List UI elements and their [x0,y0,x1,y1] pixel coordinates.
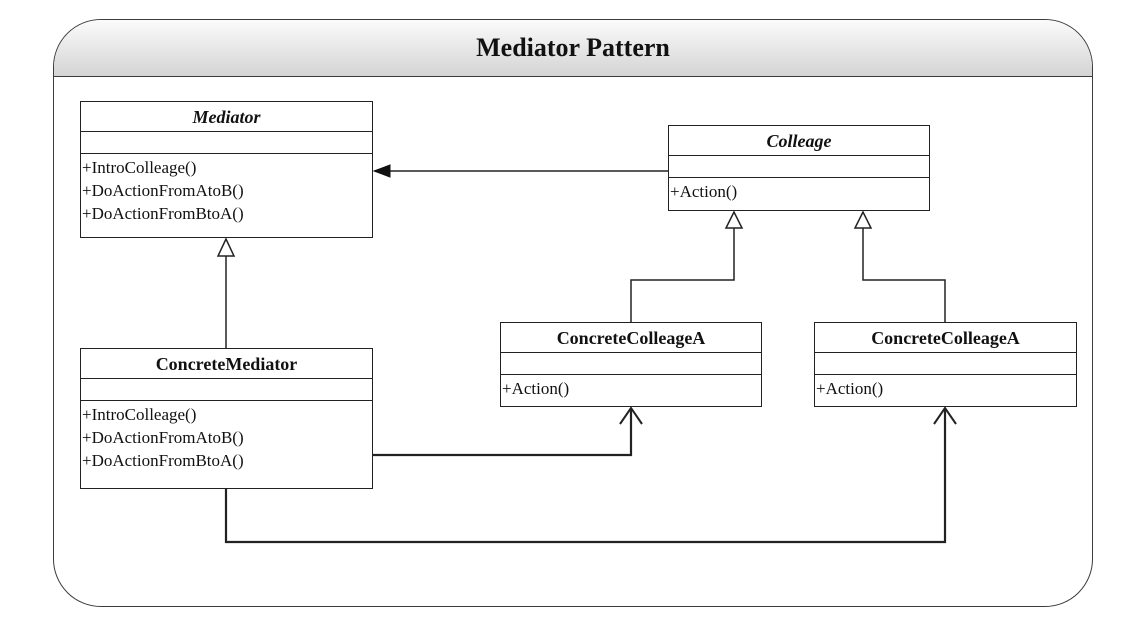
open-arrowhead [619,406,643,425]
operations-compartment: +Action() [669,178,929,203]
operation: +DoActionFromAtoB() [82,181,244,200]
class-name: Colleage [669,126,929,156]
open-arrowhead [933,406,957,425]
class-name: Mediator [81,102,372,132]
attributes-compartment [815,353,1076,375]
operations-compartment: +IntroColleage() +DoActionFromAtoB() +Do… [81,401,372,472]
generalization-triangle [216,237,236,257]
operation: +Action() [670,182,738,201]
frame-header [54,20,1092,77]
attributes-compartment [81,379,372,401]
class-name: ConcreteMediator [81,349,372,379]
class-concrete-mediator: ConcreteMediator +IntroColleage() +DoAct… [80,348,373,489]
class-name: ConcreteColleageA [815,323,1076,353]
operation: +DoActionFromBtoA() [82,451,244,470]
operation: +Action() [502,379,570,398]
generalization-line-colleage-right [862,228,946,322]
attributes-compartment [81,132,372,154]
operations-compartment: +IntroColleage() +DoActionFromAtoB() +Do… [81,154,372,225]
attributes-compartment [669,156,929,178]
filled-arrowhead [372,164,391,178]
operation: +Action() [816,379,884,398]
operation: +IntroColleage() [82,158,197,177]
association-mediator-to-colleage-left [373,408,633,457]
class-concrete-colleage-left: ConcreteColleageA +Action() [500,322,762,407]
generalization-triangle [853,210,873,229]
class-colleage: Colleage +Action() [668,125,930,211]
class-name: ConcreteColleageA [501,323,761,353]
operation: +DoActionFromBtoA() [82,204,244,223]
generalization-triangle [724,210,744,229]
operation: +DoActionFromAtoB() [82,428,244,447]
generalization-line-colleage-left [630,228,735,322]
class-mediator: Mediator +IntroColleage() +DoActionFromA… [80,101,373,238]
operation: +IntroColleage() [82,405,197,424]
association-mediator-to-colleage-right [224,408,947,544]
diagram-title: Mediator Pattern [476,33,670,62]
class-concrete-colleage-right: ConcreteColleageA +Action() [814,322,1077,407]
operations-compartment: +Action() [501,375,761,400]
attributes-compartment [501,353,761,375]
operations-compartment: +Action() [815,375,1076,400]
